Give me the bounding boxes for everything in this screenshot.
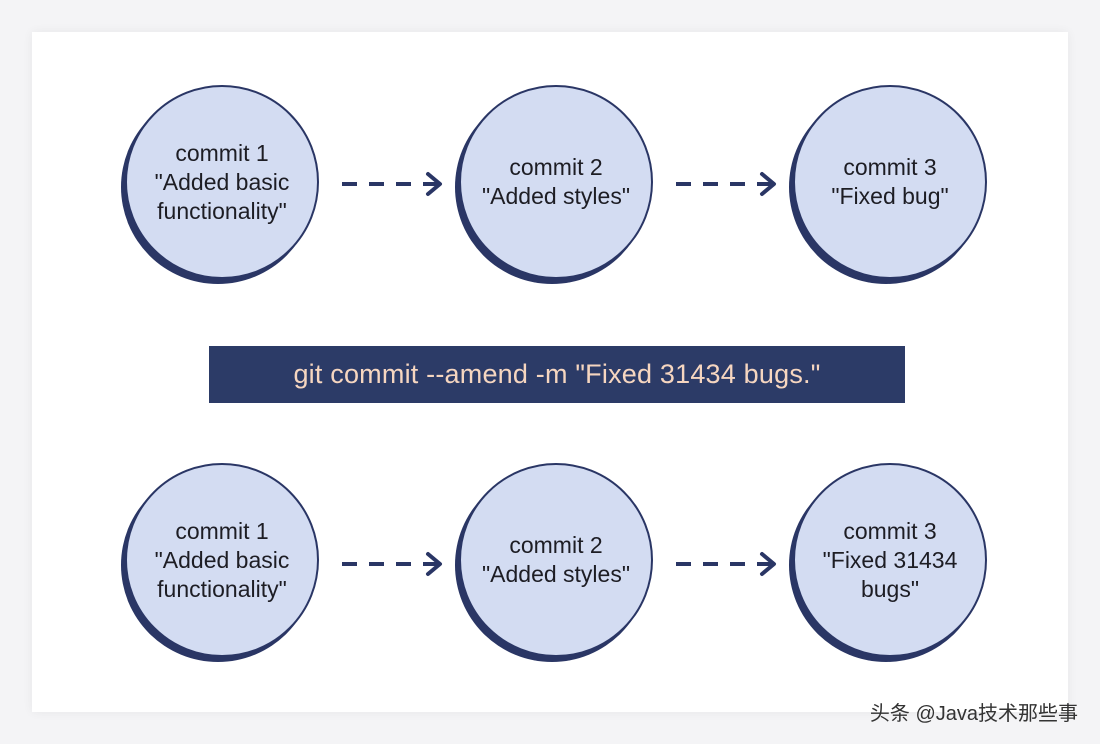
bottom-commit-3-node: commit 3 "Fixed 31434 bugs": [793, 463, 987, 657]
bottom-commit-3-label: commit 3 "Fixed 31434 bugs": [822, 517, 958, 602]
command-text: git commit --amend -m "Fixed 31434 bugs.…: [293, 359, 821, 389]
top-commit-3-node: commit 3 "Fixed bug": [793, 85, 987, 279]
command-banner: git commit --amend -m "Fixed 31434 bugs.…: [209, 346, 905, 403]
top-commit-1-label: commit 1 "Added basic functionality": [154, 139, 290, 224]
top-commit-1-node: commit 1 "Added basic functionality": [125, 85, 319, 279]
watermark-text: 头条 @Java技术那些事: [869, 703, 1078, 725]
bottom-commit-1-label: commit 1 "Added basic functionality": [154, 517, 290, 602]
bottom-arrow-1-icon: [342, 552, 442, 576]
top-commit-2-node: commit 2 "Added styles": [459, 85, 653, 279]
top-arrow-2-icon: [676, 172, 776, 196]
top-commit-3-label: commit 3 "Fixed bug": [831, 154, 949, 209]
bottom-commit-1-node: commit 1 "Added basic functionality": [125, 463, 319, 657]
top-commit-2-label: commit 2 "Added styles": [481, 154, 631, 209]
bottom-commit-2-label: commit 2 "Added styles": [481, 532, 631, 587]
top-arrow-1-icon: [342, 172, 442, 196]
bottom-arrow-2-icon: [676, 552, 776, 576]
bottom-commit-2-node: commit 2 "Added styles": [459, 463, 653, 657]
